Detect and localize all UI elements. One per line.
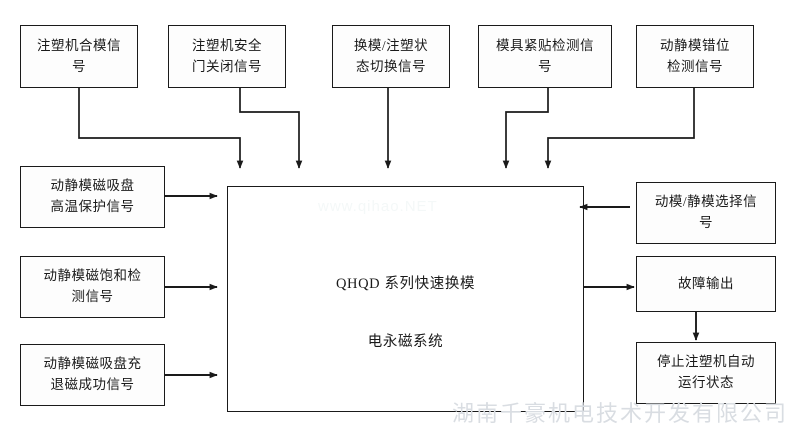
faint-site-watermark: www.qihao.NET [318, 198, 438, 215]
output-node-label: 停止注塑机自动 运行状态 [657, 354, 755, 390]
central-system-label: QHQD 系列快速换模 电永磁系统 [234, 241, 577, 357]
input-node-label: 模具紧贴检测信 号 [496, 37, 594, 74]
input-node-label: 动模/静模选择信 号 [654, 194, 758, 230]
input-node-magnetic-saturation-detection-signal[interactable]: 动静模磁饱和检 测信号 [20, 256, 165, 318]
input-node-label: 动静模磁饱和检 测信号 [43, 268, 142, 304]
input-node-label: 换模/注塑状 态切换信号 [353, 37, 429, 74]
central-system-node[interactable]: QHQD 系列快速换模 电永磁系统 [227, 186, 584, 412]
input-node-label: 注塑机合模信 号 [37, 37, 121, 74]
connector-top5-to-central [544, 88, 695, 169]
input-node-mold-change-injection-state-signal[interactable]: 换模/注塑状 态切换信号 [332, 25, 450, 88]
input-node-mold-clamp-signal[interactable]: 注塑机合模信 号 [20, 25, 138, 88]
input-node-label: 动静模磁吸盘 高温保护信号 [50, 178, 135, 214]
input-node-mold-misalignment-detection-signal[interactable]: 动静模错位 检测信号 [636, 25, 754, 88]
connector-top4-to-central [502, 88, 549, 169]
input-node-safety-door-closed-signal[interactable]: 注塑机安全 门关闭信号 [168, 25, 286, 88]
company-watermark: 湖南千豪机电技术开发有限公司 [452, 401, 789, 426]
input-node-magnetize-demagnetize-success-signal[interactable]: 动静模磁吸盘充 退磁成功信号 [20, 344, 165, 406]
central-system-line-1: QHQD 系列快速换模 [335, 276, 476, 292]
output-node-label: 故障输出 [678, 275, 734, 291]
connector-top2-to-central [239, 88, 303, 169]
output-node-stop-machine-auto-run-state[interactable]: 停止注塑机自动 运行状态 [636, 342, 776, 404]
connector-top1-to-central [78, 88, 244, 169]
input-node-chuck-high-temp-protection-signal[interactable]: 动静模磁吸盘 高温保护信号 [20, 166, 165, 228]
input-node-label: 动静模错位 检测信号 [660, 37, 730, 74]
input-node-label: 注塑机安全 门关闭信号 [192, 37, 262, 74]
input-node-moving-fixed-mold-selection-signal[interactable]: 动模/静模选择信 号 [636, 182, 776, 244]
output-node-fault-output[interactable]: 故障输出 [636, 256, 776, 312]
input-node-label: 动静模磁吸盘充 退磁成功信号 [43, 356, 142, 392]
input-node-mold-contact-detection-signal[interactable]: 模具紧贴检测信 号 [478, 25, 612, 88]
central-system-line-2: 电永磁系统 [367, 334, 444, 350]
